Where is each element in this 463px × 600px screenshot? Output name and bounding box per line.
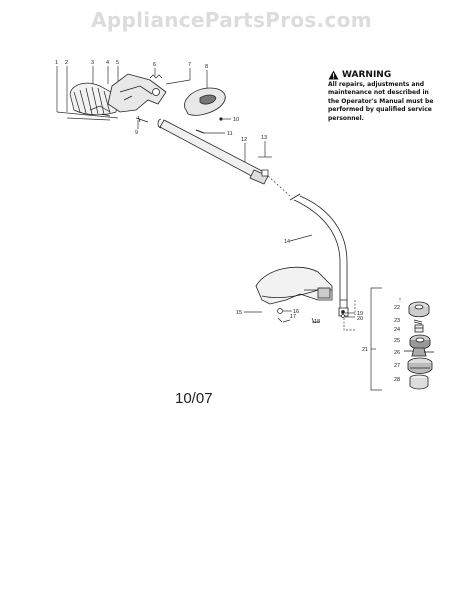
trimmer-head: [404, 301, 434, 390]
callout-3: 3: [91, 60, 94, 66]
callout-14: 14: [284, 239, 290, 245]
callout-8: 8: [205, 64, 208, 70]
callout-10: 10: [233, 117, 239, 123]
callout-16: 16: [293, 309, 299, 315]
callout-5: 5: [116, 60, 119, 66]
warning-box: WARNING All repairs, adjustments and mai…: [328, 70, 436, 123]
clamp: [261, 169, 269, 177]
callout-9: 9: [135, 130, 138, 136]
callout-26: 26: [394, 350, 400, 356]
callout-28: 28: [394, 377, 400, 383]
callout-4: 4: [106, 60, 109, 66]
grip: [184, 87, 226, 116]
callout-labels: 1 2 3 4 5 6 7 8 9 10 11 12 13 14 15 16 1…: [55, 60, 400, 383]
callout-7: 7: [188, 62, 191, 68]
warning-text: All repairs, adjustments and maintenance…: [328, 81, 434, 122]
watermark-title: AppliancePartsPros.com: [91, 8, 372, 32]
pin: [195, 129, 205, 134]
fastener: [219, 117, 223, 121]
callout-20: 20: [357, 316, 363, 322]
warning-triangle-icon: [328, 70, 339, 80]
callout-18: 18: [314, 319, 320, 325]
warning-title: WARNING: [342, 70, 392, 80]
callout-24: 24: [394, 327, 400, 333]
callout-15: 15: [236, 310, 242, 316]
callout-25: 25: [394, 338, 400, 344]
engine-housing: [107, 73, 167, 113]
callout-1: 1: [55, 60, 58, 66]
upper-shaft: [157, 118, 269, 185]
callout-17: 17: [290, 314, 296, 320]
date-code: 10/07: [175, 390, 213, 407]
warning-header: WARNING: [328, 70, 436, 80]
callout-22: 22: [394, 305, 400, 311]
guard: [255, 266, 333, 305]
callout-2: 2: [65, 60, 68, 66]
callout-11: 11: [227, 131, 233, 137]
spring: [149, 74, 163, 79]
callout-23: 23: [394, 318, 400, 324]
lower-shaft: [289, 193, 349, 317]
screw: [101, 113, 149, 123]
callout-21: 21: [362, 347, 368, 353]
callout-19: 19: [357, 311, 363, 317]
callout-6: 6: [153, 62, 156, 68]
callout-13: 13: [261, 135, 267, 141]
head-bolts: [341, 310, 345, 318]
callout-12: 12: [241, 137, 247, 143]
guard-hardware: [277, 308, 315, 324]
callout-27: 27: [394, 363, 400, 369]
